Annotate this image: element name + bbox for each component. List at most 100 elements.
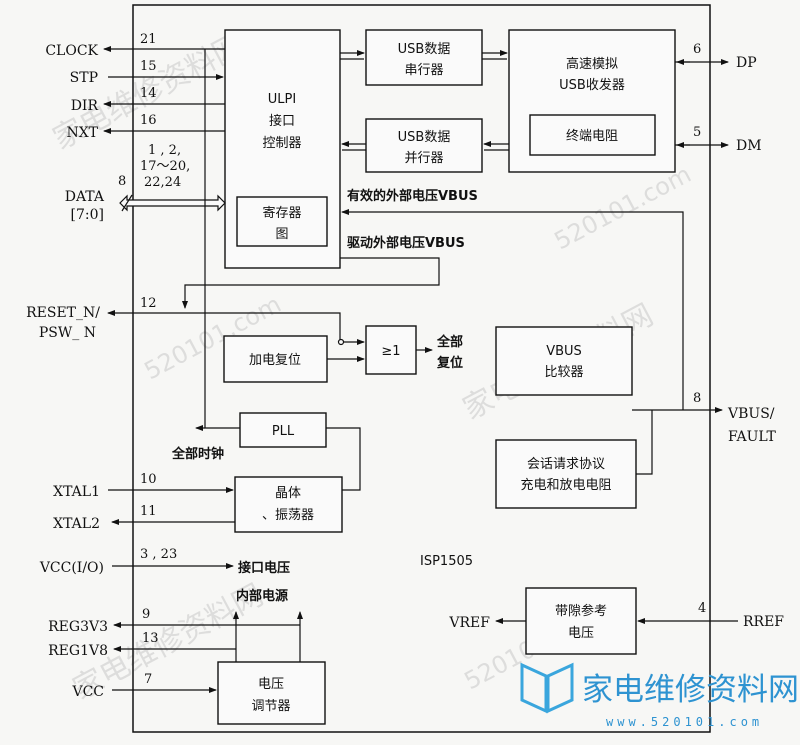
svg-text:10: 10 [140,472,157,487]
svg-text:RREF: RREF [743,614,784,630]
svg-text:11: 11 [140,504,157,519]
bandgap-reference: 带隙参考 电压 [525,587,637,655]
svg-text:图: 图 [275,227,288,242]
svg-text:5: 5 [693,125,701,140]
svg-text:13: 13 [142,631,159,646]
svg-text:并行器: 并行器 [404,151,443,166]
svg-text:ULPI: ULPI [268,92,296,107]
svg-text:电压: 电压 [258,677,284,692]
chip-outline [132,4,711,733]
data-bus: DATA [7:0] 8 1 , 2, 17～20, 22,24 [65,143,226,223]
svg-text:XTAL1: XTAL1 [53,484,100,500]
chip-name: ISP1505 [420,554,473,569]
svg-text:电压: 电压 [568,626,594,641]
svg-text:REG3V3: REG3V3 [48,619,108,635]
pll: PLL [239,412,327,448]
signal-reg3v3: REG3V3 9 [48,607,300,635]
internal-power-label: 内部电源 [236,588,288,604]
svg-text:8: 8 [693,391,701,406]
usb-serializer: USB数据 串行器 [365,29,483,86]
svg-text:USB数据: USB数据 [398,130,451,145]
svg-text:终端电阻: 终端电阻 [566,128,618,144]
all-clock-label: 全部时钟 [171,446,224,462]
svg-text:有效的外部电压VBUS: 有效的外部电压VBUS [347,188,478,204]
signal-stp: STP 15 [70,59,224,86]
svg-text:21: 21 [140,32,157,47]
usb-deserializer: USB数据 并行器 [365,118,483,173]
ulpi-to-serializer [340,50,508,60]
signal-dp: DP 6 [675,42,757,71]
svg-text:VBUS/: VBUS/ [727,406,775,422]
svg-text:www.520101.com: www.520101.com [606,715,763,729]
svg-text:寄存器: 寄存器 [262,205,301,221]
svg-text:REG1V8: REG1V8 [48,643,108,659]
or-gate: ≥1 [365,325,417,375]
svg-text:8: 8 [118,174,126,189]
svg-text:DM: DM [736,138,762,154]
svg-text:STP: STP [70,70,98,86]
svg-text:9: 9 [142,607,150,622]
svg-text:VCC: VCC [71,684,104,700]
svg-text:1 , 2,: 1 , 2, [148,143,181,158]
svg-text:VBUS: VBUS [546,344,582,359]
svg-text:NXT: NXT [66,125,98,141]
svg-text:驱动外部电压VBUS: 驱动外部电压VBUS [347,235,465,251]
signal-vref: VREF [448,615,526,631]
svg-text:高速模拟: 高速模拟 [566,56,618,72]
signal-xtal2: XTAL2 11 [53,504,235,532]
signal-dm: DM 5 [675,125,762,154]
svg-text:≥1: ≥1 [381,344,400,359]
svg-text:FAULT: FAULT [728,429,777,445]
signal-vcc: VCC 7 [71,672,217,700]
signal-vcc-io: VCC(I/O) 3 , 23 接口电压 [39,547,290,576]
svg-text:16: 16 [140,113,157,128]
vbus-comparator: VBUS 比较器 [495,326,633,396]
regulator-outputs [233,611,303,662]
svg-text:520101.com: 520101.com [550,160,696,255]
crystal-oscillator: 晶体 、振荡器 [234,476,343,533]
deserializer-to-ulpi [341,141,509,151]
termination-resistor: 终端电阻 [529,114,656,156]
svg-text:串行器: 串行器 [404,63,443,78]
svg-text:VCC(I/O): VCC(I/O) [39,560,104,576]
drive-vbus-path: 驱动外部电压VBUS [182,235,465,309]
valid-vbus-path: 有效的外部电压VBUS [341,188,684,410]
svg-text:比较器: 比较器 [544,365,583,380]
svg-text:充电和放电电阻: 充电和放电电阻 [520,477,611,493]
svg-text:调节器: 调节器 [251,699,290,714]
svg-text:22,24: 22,24 [144,175,181,190]
watermark-logo: 家电维修资料网 www.520101.com [520,662,799,729]
svg-text:7: 7 [144,672,152,687]
svg-text:DATA: DATA [65,189,105,205]
svg-text:带隙参考: 带隙参考 [555,603,607,619]
power-on-reset: 加电复位 [223,335,328,383]
voltage-regulator: 电压 调节器 [217,661,326,725]
svg-text:VREF: VREF [448,615,490,631]
svg-text:15: 15 [140,59,157,74]
srp-resistor: 会话请求协议 充电和放电电阻 [495,439,637,509]
signal-rref: RREF 4 [637,601,784,630]
svg-text:接口: 接口 [269,113,295,129]
signal-xtal1: XTAL1 10 [53,472,234,500]
svg-text:控制器: 控制器 [262,136,301,151]
svg-text:14: 14 [140,86,157,101]
svg-text:、振荡器: 、振荡器 [262,508,314,523]
svg-text:6: 6 [693,42,701,57]
svg-text:加电复位: 加电复位 [249,353,301,368]
svg-text:PLL: PLL [272,424,295,439]
signal-reset: RESET_N/ PSW_ N 12 [26,296,365,346]
svg-text:会话请求协议: 会话请求协议 [527,457,605,472]
svg-text:复位: 复位 [436,355,463,371]
svg-text:家电维修资料网: 家电维修资料网 [582,672,799,708]
svg-text:XTAL2: XTAL2 [53,516,100,532]
global-reset: 全部 复位 [416,334,463,371]
svg-text:CLOCK: CLOCK [45,43,98,59]
signal-vbus-fault: VBUS/ FAULT 8 [632,391,777,475]
svg-text:4: 4 [698,601,706,616]
svg-text:DIR: DIR [71,98,99,114]
svg-text:晶体: 晶体 [275,486,301,501]
svg-text:RESET_N/: RESET_N/ [26,305,100,321]
signal-reg1v8: REG1V8 13 [48,631,236,659]
svg-text:[7:0]: [7:0] [71,207,104,223]
